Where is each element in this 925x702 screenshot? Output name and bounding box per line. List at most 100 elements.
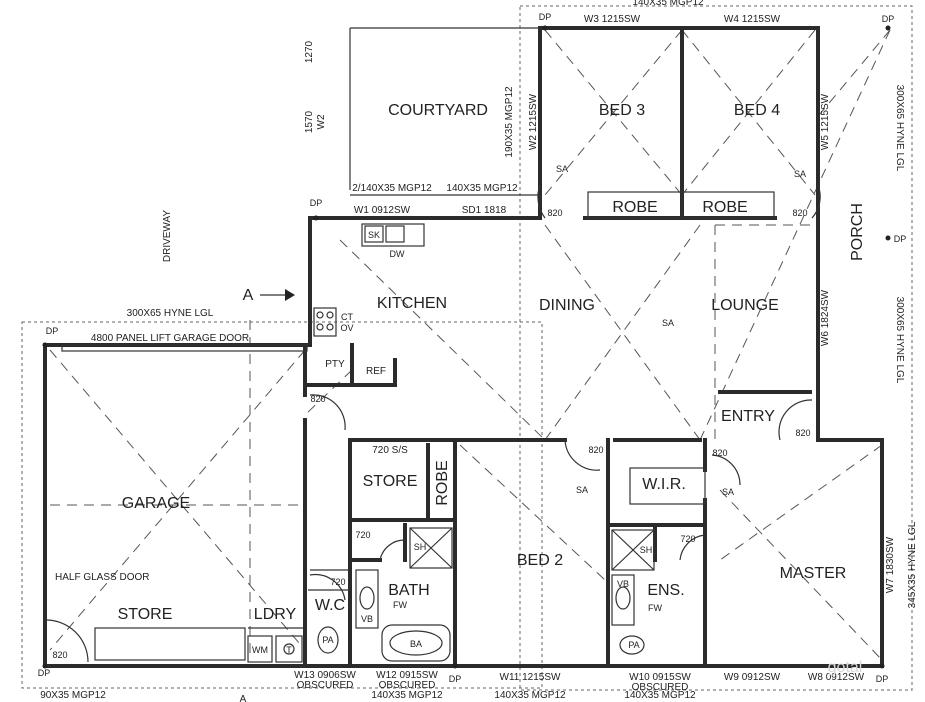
label-oven: OV [340,323,353,333]
kitchen-bench [361,223,425,247]
door-bath: 720 [355,530,370,540]
sa-bed4: SA [794,169,806,179]
label-w10-obscured: OBSCURED [632,682,689,693]
label-sd1: SD1 1818 [462,205,507,216]
room-labels: COURTYARD BED 3 BED 4 ROBE ROBE KITCHEN … [118,102,866,623]
ens-vanity-box [611,574,635,626]
label-bottom-beam-right: 140X35 MGP12 [624,690,696,701]
room-driveway: DRIVEWAY [162,210,173,263]
label-porch-beam-lower: 300X65 HYNE LGL [894,297,905,384]
label-garage-door: 4800 PANEL LIFT GARAGE DOOR [91,333,249,344]
bath-vanity-box [355,569,379,629]
room-bed2: BED 2 [517,552,563,569]
annotations: 140X35 MGP12 W3 1215SW W4 1215SW 1270 15… [40,0,918,702]
label-section-a-top: A [243,287,254,304]
dp-4: DP [894,234,907,244]
downpipes: DP DP DP DP DP DP DP DP [38,12,907,684]
dp-8: DP [876,674,889,684]
dp-5: DP [46,326,59,336]
label-washing-machine: WM [252,645,268,655]
room-wir: W.I.R. [642,476,686,493]
label-dim-1570: 1570 [304,110,315,133]
sa-dining: SA [662,318,674,328]
door-bed2: 820 [588,445,603,455]
label-tub: T [286,645,292,655]
door-entry: 820 [795,428,810,438]
label-w10: W10 0915SW [629,672,691,683]
room-master: MASTER [780,565,847,582]
label-w5: W5 1215SW [820,93,831,150]
sa-bed2: SA [576,485,588,495]
room-fridge: REF [366,366,386,377]
label-bottom-beam-left: 90X35 MGP12 [40,690,106,701]
label-door-glass: HALF GLASS DOOR [55,572,149,583]
label-w13-obscured: OBSCURED [297,680,354,691]
door-bed4: 820 [792,208,807,218]
bath-tub-shape [381,624,451,662]
label-w12: W12 0915SW [376,670,438,681]
room-robe-bed3: ROBE [612,199,657,216]
label-vanity-bath: VB [361,614,373,624]
label-top-beam: 140X35 MGP12 [632,0,704,8]
dp-7: DP [449,674,462,684]
dp-6: DP [38,668,51,678]
label-w1: W1 0912SW [354,205,411,216]
wc-pan-shape [317,626,339,654]
label-w7: W7 1830SW [885,536,896,593]
label-w9: W9 0912SW [724,672,781,683]
room-robe-hall: ROBE [434,460,451,505]
label-fw-bath: FW [393,600,407,610]
room-porch: PORCH [849,203,866,261]
room-wc: W.C [315,597,345,614]
label-w12-obscured: OBSCURED [379,680,436,691]
label-courtyard-beam: 190X35 MGP12 [504,86,515,158]
room-store-garage: STORE [118,606,173,623]
room-bed3: BED 3 [599,102,645,119]
label-dim-1270: 1270 [304,40,315,63]
ens-shower-tray [611,529,655,571]
ens-pan-shape [619,635,645,655]
sa-bed3: SA [556,164,568,174]
label-beam-right: 140X35 MGP12 [446,183,518,194]
roof-lines [21,5,913,691]
room-courtyard: COURTYARD [388,102,488,119]
watermark: gotal [828,659,863,676]
label-pan-ens: PA [628,640,639,650]
label-w13: W13 0906SW [294,670,356,681]
label-vanity-ens: VB [617,579,629,589]
fixture-labels: SK DW CT OV SH SH VB VB FW FW BA PA PA W… [252,230,662,655]
label-section-a-bottom: A [240,694,247,702]
room-robe-bed4: ROBE [702,199,747,216]
room-kitchen: KITCHEN [377,295,447,312]
label-w2-side: W2 [316,114,327,129]
dp-3: DP [310,198,323,208]
label-w4: W4 1215SW [724,14,781,25]
label-cooktop: CT [341,312,353,322]
fixtures [247,223,655,663]
label-pan-wc: PA [322,635,333,645]
room-bath: BATH [388,582,429,599]
label-bath-tub: BA [410,639,422,649]
section-arrow-top [260,289,295,301]
drainer [385,225,405,243]
door-garage-side: 820 [52,650,67,660]
label-w3: W3 1215SW [584,14,641,25]
label-w6: W6 1824SW [820,289,831,346]
label-master-beam: 345X35 HYNE LGL [907,521,918,608]
label-bottom-beam-mid2: 140X35 MGP12 [494,690,566,701]
bath-shower-tray [409,527,453,569]
sa-master: SA [722,487,734,497]
sink-bowl [364,225,384,243]
label-porch-beam: 300X65 HYNE LGL [894,85,905,172]
label-w2: W2 1215SW [528,93,539,150]
room-garage: GARAGE [122,495,190,512]
label-store-cupboard: 720 S/S [372,445,408,456]
room-dining: DINING [539,297,595,314]
label-shower-bath: SH [414,542,427,552]
room-laundry: LDRY [254,606,297,623]
label-fw-ens: FW [648,603,662,613]
label-shower-ens: SH [640,545,653,555]
door-swings [44,184,821,663]
room-ensuite: ENS. [647,582,684,599]
